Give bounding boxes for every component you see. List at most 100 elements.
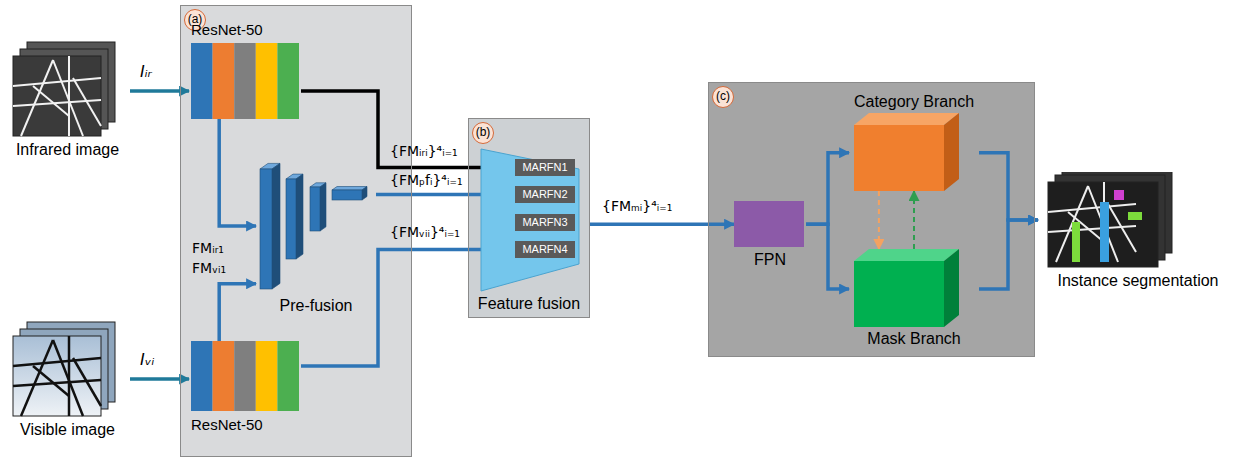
drawn-shape bbox=[320, 183, 326, 231]
node-label: Mask Branch bbox=[849, 330, 979, 348]
panel-ground bbox=[468, 118, 590, 318]
flow-arrow bbox=[806, 153, 849, 224]
edge-label: {FMᵥᵢᵢ}⁴ᵢ₌₁ bbox=[390, 222, 460, 242]
node-label: Instance segmentation bbox=[1038, 272, 1238, 290]
drawn-shape bbox=[854, 113, 959, 125]
infrared-image: Infrared image bbox=[5, 38, 130, 166]
node-label: FPN bbox=[734, 251, 806, 269]
drawn-shape bbox=[191, 341, 213, 411]
visible-image: Visible image bbox=[5, 318, 130, 446]
drawn-shape bbox=[73, 78, 101, 126]
drawn-shape bbox=[1048, 182, 1142, 262]
drawn-shape bbox=[13, 336, 101, 416]
fusion-panel: (b) Feature fusion MARFN1MARFN2MARFN3MARFN… bbox=[468, 118, 590, 318]
drawn-shape bbox=[213, 43, 235, 119]
drawn-shape bbox=[1072, 222, 1080, 262]
drawn-shape bbox=[332, 190, 362, 200]
pyr-illustration bbox=[256, 159, 376, 317]
drawn-shape bbox=[1048, 182, 1158, 267]
feature-label: FMᵥᵢ₁ bbox=[192, 258, 226, 278]
drawn-shape bbox=[256, 43, 278, 119]
node-label: ResNet-50 bbox=[191, 21, 301, 39]
drawn-shape bbox=[13, 56, 101, 136]
flow-arrow bbox=[979, 153, 1038, 220]
node-label: Infrared image bbox=[5, 141, 130, 159]
drawn-shape bbox=[260, 169, 272, 289]
edge-label: {FMₚfᵢ}⁴ᵢ₌₁ bbox=[390, 170, 463, 190]
marfn-box: MARFN1 bbox=[515, 159, 575, 176]
panel-tag: (c) bbox=[712, 86, 734, 108]
panel-ground bbox=[708, 82, 1035, 357]
drawn-shape bbox=[256, 341, 278, 411]
prefusion-pyramid: Pre-fusion bbox=[256, 159, 376, 317]
drawn-shape bbox=[234, 341, 256, 411]
drawn-shape bbox=[332, 187, 367, 191]
drawn-shape bbox=[296, 174, 303, 259]
drawn-shape bbox=[33, 86, 69, 116]
drawn-shape bbox=[1128, 212, 1142, 220]
panel-ground bbox=[180, 5, 412, 457]
drawn-shape bbox=[481, 149, 579, 291]
mask-cube: Mask Branch bbox=[849, 249, 979, 349]
drawn-shape bbox=[944, 113, 959, 191]
drawn-shape bbox=[277, 43, 299, 119]
resnet-block: ResNet-50 bbox=[189, 19, 301, 119]
drawn-shape bbox=[1114, 190, 1124, 200]
flow-arrow bbox=[219, 284, 256, 341]
node-label: Category Branch bbox=[849, 93, 979, 111]
drawn-shape bbox=[68, 56, 70, 136]
drawn-shape bbox=[213, 341, 235, 411]
drawn-shape bbox=[13, 78, 101, 86]
edge-label: Iᵢᵣ bbox=[140, 62, 152, 82]
flow-arrow bbox=[806, 224, 849, 289]
drawn-shape bbox=[13, 336, 101, 416]
node-label: Feature fusion bbox=[469, 295, 589, 313]
resnet-block: ResNet-50 bbox=[189, 341, 301, 437]
drawn-shape bbox=[13, 56, 101, 136]
edge-label: {FMᵢᵣᵢ}⁴ᵢ₌₁ bbox=[390, 141, 458, 161]
drawn-shape bbox=[1108, 204, 1136, 252]
drawn-shape bbox=[234, 43, 256, 119]
drawn-shape bbox=[944, 249, 959, 327]
drawn-shape bbox=[277, 341, 299, 411]
drawn-shape bbox=[1100, 202, 1109, 262]
drawn-shape bbox=[272, 163, 280, 289]
edge-label: Iᵥᵢ bbox=[140, 350, 154, 370]
flow-arrow bbox=[913, 191, 915, 249]
module-label: MARFN4 bbox=[515, 241, 575, 258]
feature-label: FMᵢᵣ₁ bbox=[192, 238, 224, 258]
flow-arrow bbox=[979, 220, 1038, 289]
head-panel: (c) FPN Category BranchMask Branch bbox=[708, 82, 1035, 357]
drawn-shape bbox=[854, 261, 944, 327]
marfn-box: MARFN4 bbox=[515, 241, 575, 258]
module-label: MARFN1 bbox=[515, 159, 575, 176]
node-label: ResNet-50 bbox=[191, 416, 301, 434]
drawn-shape bbox=[191, 43, 213, 119]
drawn-shape bbox=[13, 336, 101, 416]
drawn-shape bbox=[73, 358, 101, 406]
drawn-shape bbox=[362, 187, 367, 201]
module-label: MARFN3 bbox=[515, 214, 575, 231]
flow-arrow bbox=[219, 119, 256, 226]
drawn-shape bbox=[1048, 204, 1136, 212]
category-cube: Category Branch bbox=[849, 93, 979, 191]
drawn-shape bbox=[854, 125, 944, 191]
drawn-shape bbox=[13, 358, 101, 366]
marfn-box: MARFN2 bbox=[515, 186, 575, 203]
drawn-shape bbox=[1048, 182, 1136, 262]
node-label: Pre-fusion bbox=[256, 297, 376, 315]
drawn-shape bbox=[286, 179, 296, 259]
marfn-box: MARFN3 bbox=[515, 214, 575, 231]
module-label: MARFN2 bbox=[515, 186, 575, 203]
drawn-shape bbox=[68, 336, 71, 416]
drawn-shape bbox=[33, 366, 69, 396]
fpn-box: FPN bbox=[734, 199, 806, 271]
drawn-shape bbox=[310, 187, 320, 231]
segmentation-image: Instance segmentation bbox=[1038, 172, 1238, 292]
drawn-shape bbox=[734, 201, 804, 247]
panel-tag: (b) bbox=[472, 122, 494, 144]
flow-arrow bbox=[878, 191, 880, 249]
drawn-shape bbox=[13, 56, 101, 136]
drawn-shape bbox=[854, 249, 959, 261]
